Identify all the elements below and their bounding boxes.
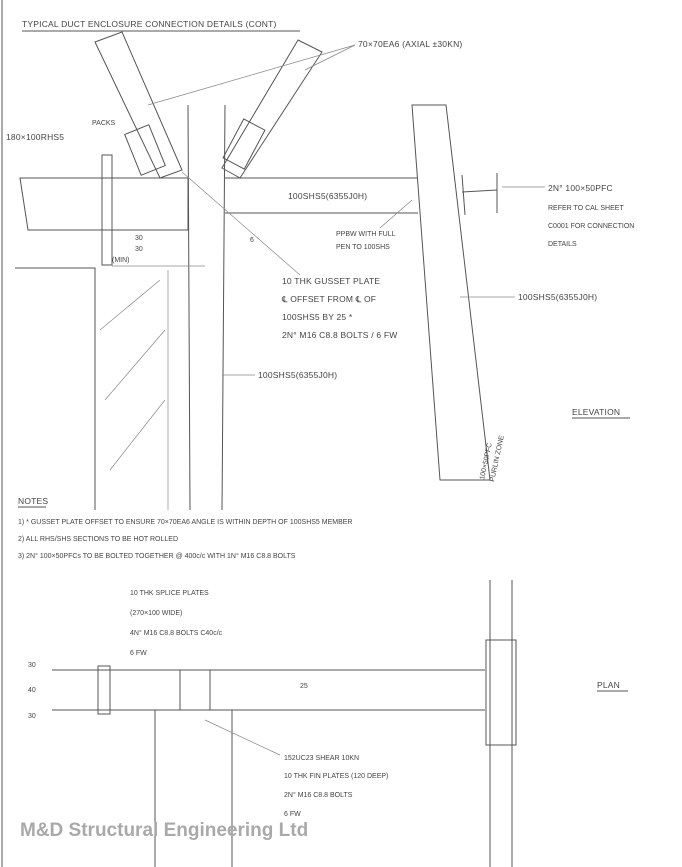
left-brace-cleat xyxy=(124,124,166,176)
wall-outline xyxy=(15,267,96,510)
pfc-line-1: 2N° 100×50PFC xyxy=(548,183,613,193)
splice-line-4: 6 FW xyxy=(130,650,147,657)
centre-column-left xyxy=(187,104,191,511)
beam-label: 100SHS5(6355J0H) xyxy=(288,191,367,201)
right-column xyxy=(411,104,491,481)
hatch xyxy=(104,329,166,401)
fin-line-3: 2N° M16 C8.8 BOLTS xyxy=(284,791,353,799)
plan-dim-25: 25 xyxy=(300,683,308,690)
dim-30a: 30 xyxy=(135,235,143,242)
note-2: 2) ALL RHS/SHS SECTIONS TO BE HOT ROLLED xyxy=(18,536,178,543)
fin-line-4: 6 FW xyxy=(284,811,301,818)
plan-view-label: PLAN xyxy=(597,680,620,690)
brace-label: 70×70EA6 (AXIAL ±30KN) xyxy=(358,39,462,49)
column-section xyxy=(179,669,211,711)
notes-heading: NOTES xyxy=(18,496,48,506)
plan-dim-30b: 30 xyxy=(28,713,36,720)
splice-plates xyxy=(97,665,111,715)
pfc-line-4: DETAILS xyxy=(548,241,577,248)
pfc-line-3: C0001 FOR CONNECTION xyxy=(548,223,634,230)
splice-line-1: 10 THK SPLICE PLATES xyxy=(130,590,209,597)
right-column-label: 100SHS5(6355J0H) xyxy=(518,292,597,302)
pfc-line-2: REFER TO CAL SHEET xyxy=(548,205,624,212)
elevation-view-label: ELEVATION xyxy=(572,407,620,417)
splice-line-3: 4N° M16 C8.8 BOLTS C40c/c xyxy=(130,629,223,637)
packs-label: PACKS xyxy=(92,120,116,127)
pfc-web xyxy=(461,189,498,193)
hatch xyxy=(99,279,161,331)
right-brace-cleat xyxy=(222,118,266,170)
ppbw-line-1: PPBW WITH FULL xyxy=(336,231,396,238)
drawing-title: TYPICAL DUCT ENCLOSURE CONNECTION DETAIL… xyxy=(22,19,277,29)
centre-column-label: 100SHS5(6355J0H) xyxy=(258,370,337,380)
fin-line-1: 152UC23 SHEAR 10KN xyxy=(284,755,359,762)
weld-size: 6 xyxy=(250,237,254,244)
centre-column-right xyxy=(221,104,226,511)
note-1: 1) * GUSSET PLATE OFFSET TO ENSURE 70×70… xyxy=(18,519,352,526)
fin-line-2: 10 THK FIN PLATES (120 DEEP) xyxy=(284,773,388,780)
leader xyxy=(147,44,356,106)
leader xyxy=(181,171,301,276)
purlin-line-2: PURLIN ZONE xyxy=(489,435,506,483)
leader xyxy=(204,719,281,756)
company-footer: M&D Structural Engineering Ltd xyxy=(20,820,309,841)
rhs-label: 180×100RHS5 xyxy=(6,132,64,142)
splice-line-2: (270×100 WIDE) xyxy=(130,610,182,617)
fin-plate xyxy=(485,639,517,746)
elevation-view xyxy=(15,31,545,511)
plan-view xyxy=(52,580,517,867)
plan-dim-40: 40 xyxy=(28,687,36,694)
hatch xyxy=(109,399,166,471)
left-brace xyxy=(94,31,183,179)
ppbw-line-2: PEN TO 100SHS xyxy=(336,244,390,251)
dim-30b: 30 xyxy=(135,246,143,253)
leader xyxy=(304,44,356,71)
gusset-line-4: 2N° M16 C8.8 BOLTS / 6 FW xyxy=(282,330,397,340)
note-3: 3) 2N° 100×50PFCs TO BE BOLTED TOGETHER … xyxy=(18,552,296,560)
dim-min: (MIN) xyxy=(112,257,130,264)
left-rhs-beam xyxy=(19,177,189,231)
gusset-line-3: 100SHS5 BY 25 * xyxy=(282,312,353,322)
pfc-flange-a xyxy=(461,174,466,216)
leader xyxy=(379,199,413,229)
gusset-line-1: 10 THK GUSSET PLATE xyxy=(282,276,380,286)
right-brace xyxy=(221,39,323,179)
plan-dim-30a: 30 xyxy=(28,662,36,669)
gusset-line-2: ℄ OFFSET FROM ℄ OF xyxy=(281,294,376,304)
end-plate xyxy=(101,154,113,266)
